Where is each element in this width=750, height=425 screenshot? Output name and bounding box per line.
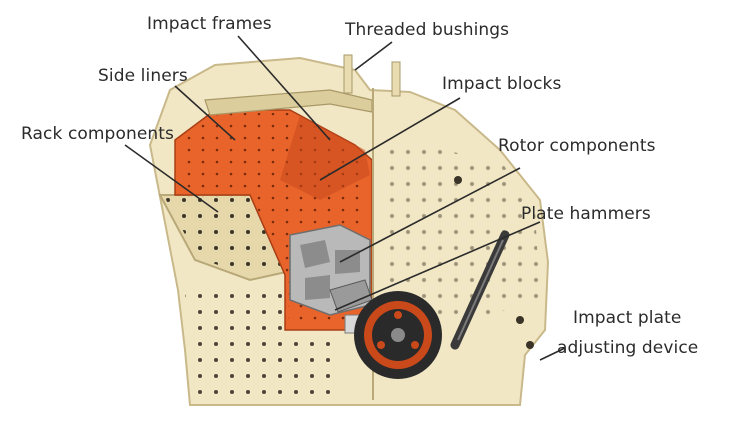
leader-impact-frames [237,35,331,141]
label-impact-plate-line2: adjusting device [557,338,699,358]
flywheel-hole-1 [394,311,402,319]
rotor-blocks [300,240,360,300]
leader-side-liners [174,85,236,141]
casing-bolt-1 [454,176,462,184]
threaded-bushing-1 [343,54,353,94]
leader-impact-blocks [319,97,461,181]
casing-bolt-3 [526,341,534,349]
label-impact-frames: Impact frames [147,14,272,34]
label-impact-blocks: Impact blocks [442,74,562,94]
flywheel-hole-2 [411,341,419,349]
flywheel-hub [391,328,405,342]
leader-lines [124,35,566,361]
adjusting-rod-highlight [457,239,504,341]
leader-threaded-bushings [354,41,393,71]
label-impact-plate-line1: Impact plate [573,308,682,328]
leader-impact-plate [539,347,566,361]
label-rotor-components: Rotor components [498,136,656,156]
casing-bolt-2 [516,316,524,324]
label-side-liners: Side liners [98,66,188,86]
flywheel-hole-3 [377,341,385,349]
label-threaded-bushings: Threaded bushings [345,20,510,40]
leader-rotor-components [339,167,521,263]
label-rack-components: Rack components [21,124,174,144]
label-plate-hammers: Plate hammers [521,204,651,224]
leader-plate-hammers [334,221,541,311]
threaded-bushing-2 [391,61,401,97]
leader-rack-components [124,144,219,213]
right-housing-holes [380,140,540,320]
rack-plate-holes [165,198,290,276]
impact-block-strip [280,115,370,200]
